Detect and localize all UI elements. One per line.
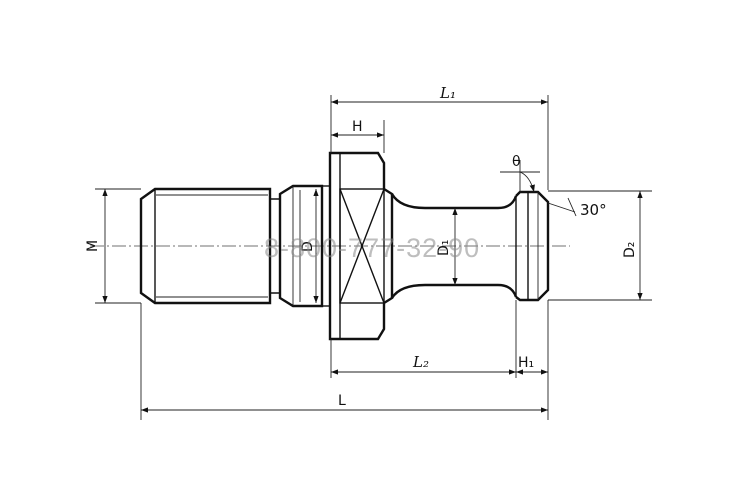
- label-l1: L₁: [439, 84, 456, 102]
- phone-watermark: 8-800-777-32-90: [264, 233, 480, 263]
- stud-body: [390, 193, 518, 299]
- label-l2: L₂: [412, 353, 429, 371]
- label-d1: D₁: [436, 240, 452, 256]
- label-h1: H₁: [518, 355, 534, 371]
- label-d2: D₂: [622, 242, 638, 258]
- label-theta: θ: [512, 154, 521, 170]
- label-angle-30: 30°: [580, 201, 607, 219]
- label-l: L: [338, 393, 346, 409]
- stud-head: [515, 190, 550, 302]
- threaded-shank: [139, 187, 272, 305]
- dimension-lines: [102, 99, 643, 413]
- label-d: D: [300, 241, 316, 252]
- extension-lines: [95, 95, 652, 420]
- label-m: M: [85, 240, 101, 252]
- label-h: H: [352, 119, 363, 135]
